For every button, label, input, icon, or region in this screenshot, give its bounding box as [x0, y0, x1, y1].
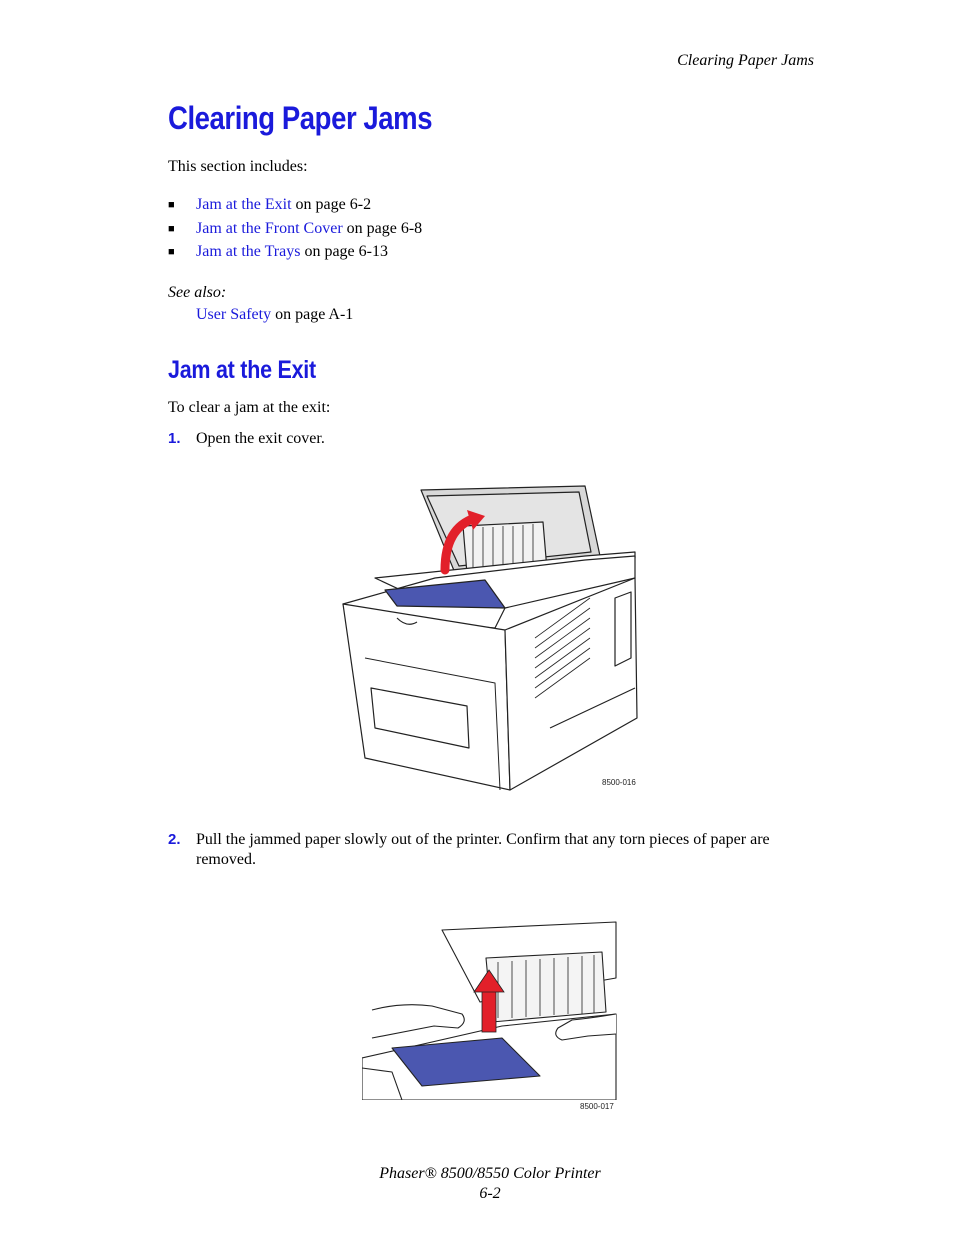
page-ref: on page A-1	[271, 306, 354, 323]
topic-list: ■ Jam at the Exit on page 6-2 ■ Jam at t…	[168, 195, 422, 266]
link-jam-at-trays[interactable]: Jam at the Trays	[196, 243, 301, 260]
step-text: Open the exit cover.	[196, 430, 325, 447]
link-user-safety[interactable]: User Safety	[196, 306, 272, 323]
bullet-square-icon: ■	[168, 199, 175, 211]
bullet-square-icon: ■	[168, 246, 175, 258]
figure-pull-jammed-paper	[362, 921, 617, 1100]
see-also-label: See also:	[168, 284, 227, 301]
page-ref: on page 6-8	[342, 219, 423, 237]
figure-id-label: 8500-016	[602, 778, 636, 787]
red-arrow-up-icon	[473, 969, 505, 993]
figure-id-label: 8500-017	[580, 1102, 614, 1111]
see-also-reference: User Safety on page A-1	[196, 306, 353, 324]
list-item: ■ Jam at the Exit on page 6-2	[168, 195, 422, 219]
page-ref: on page 6-13	[300, 243, 388, 260]
subsection-intro: To clear a jam at the exit:	[168, 399, 331, 416]
step-number: 1.	[168, 430, 181, 447]
footer-page-number: 6-2	[479, 1185, 501, 1202]
link-jam-at-front-cover[interactable]: Jam at the Front Cover	[196, 219, 343, 237]
step-text: Pull the jammed paper slowly out of the …	[196, 831, 770, 868]
step-number: 2.	[168, 831, 181, 848]
red-arrow-icon	[440, 513, 480, 575]
figure-printer-exit-cover-open	[342, 485, 638, 791]
section-intro: This section includes:	[168, 158, 308, 175]
link-jam-at-exit[interactable]: Jam at the Exit	[196, 196, 292, 213]
list-item: ■ Jam at the Front Cover on page 6-8	[168, 219, 422, 243]
page-footer: Phaser® 8500/8550 Color Printer 6-2	[0, 1164, 954, 1204]
page-title: Clearing Paper Jams	[168, 100, 433, 136]
running-header: Clearing Paper Jams	[677, 52, 814, 69]
footer-product: Phaser® 8500/8550 Color Printer	[379, 1165, 601, 1182]
list-item: ■ Jam at the Trays on page 6-13	[168, 242, 422, 266]
subsection-title: Jam at the Exit	[168, 356, 316, 384]
bullet-square-icon: ■	[168, 222, 175, 235]
page-ref: on page 6-2	[291, 196, 372, 213]
